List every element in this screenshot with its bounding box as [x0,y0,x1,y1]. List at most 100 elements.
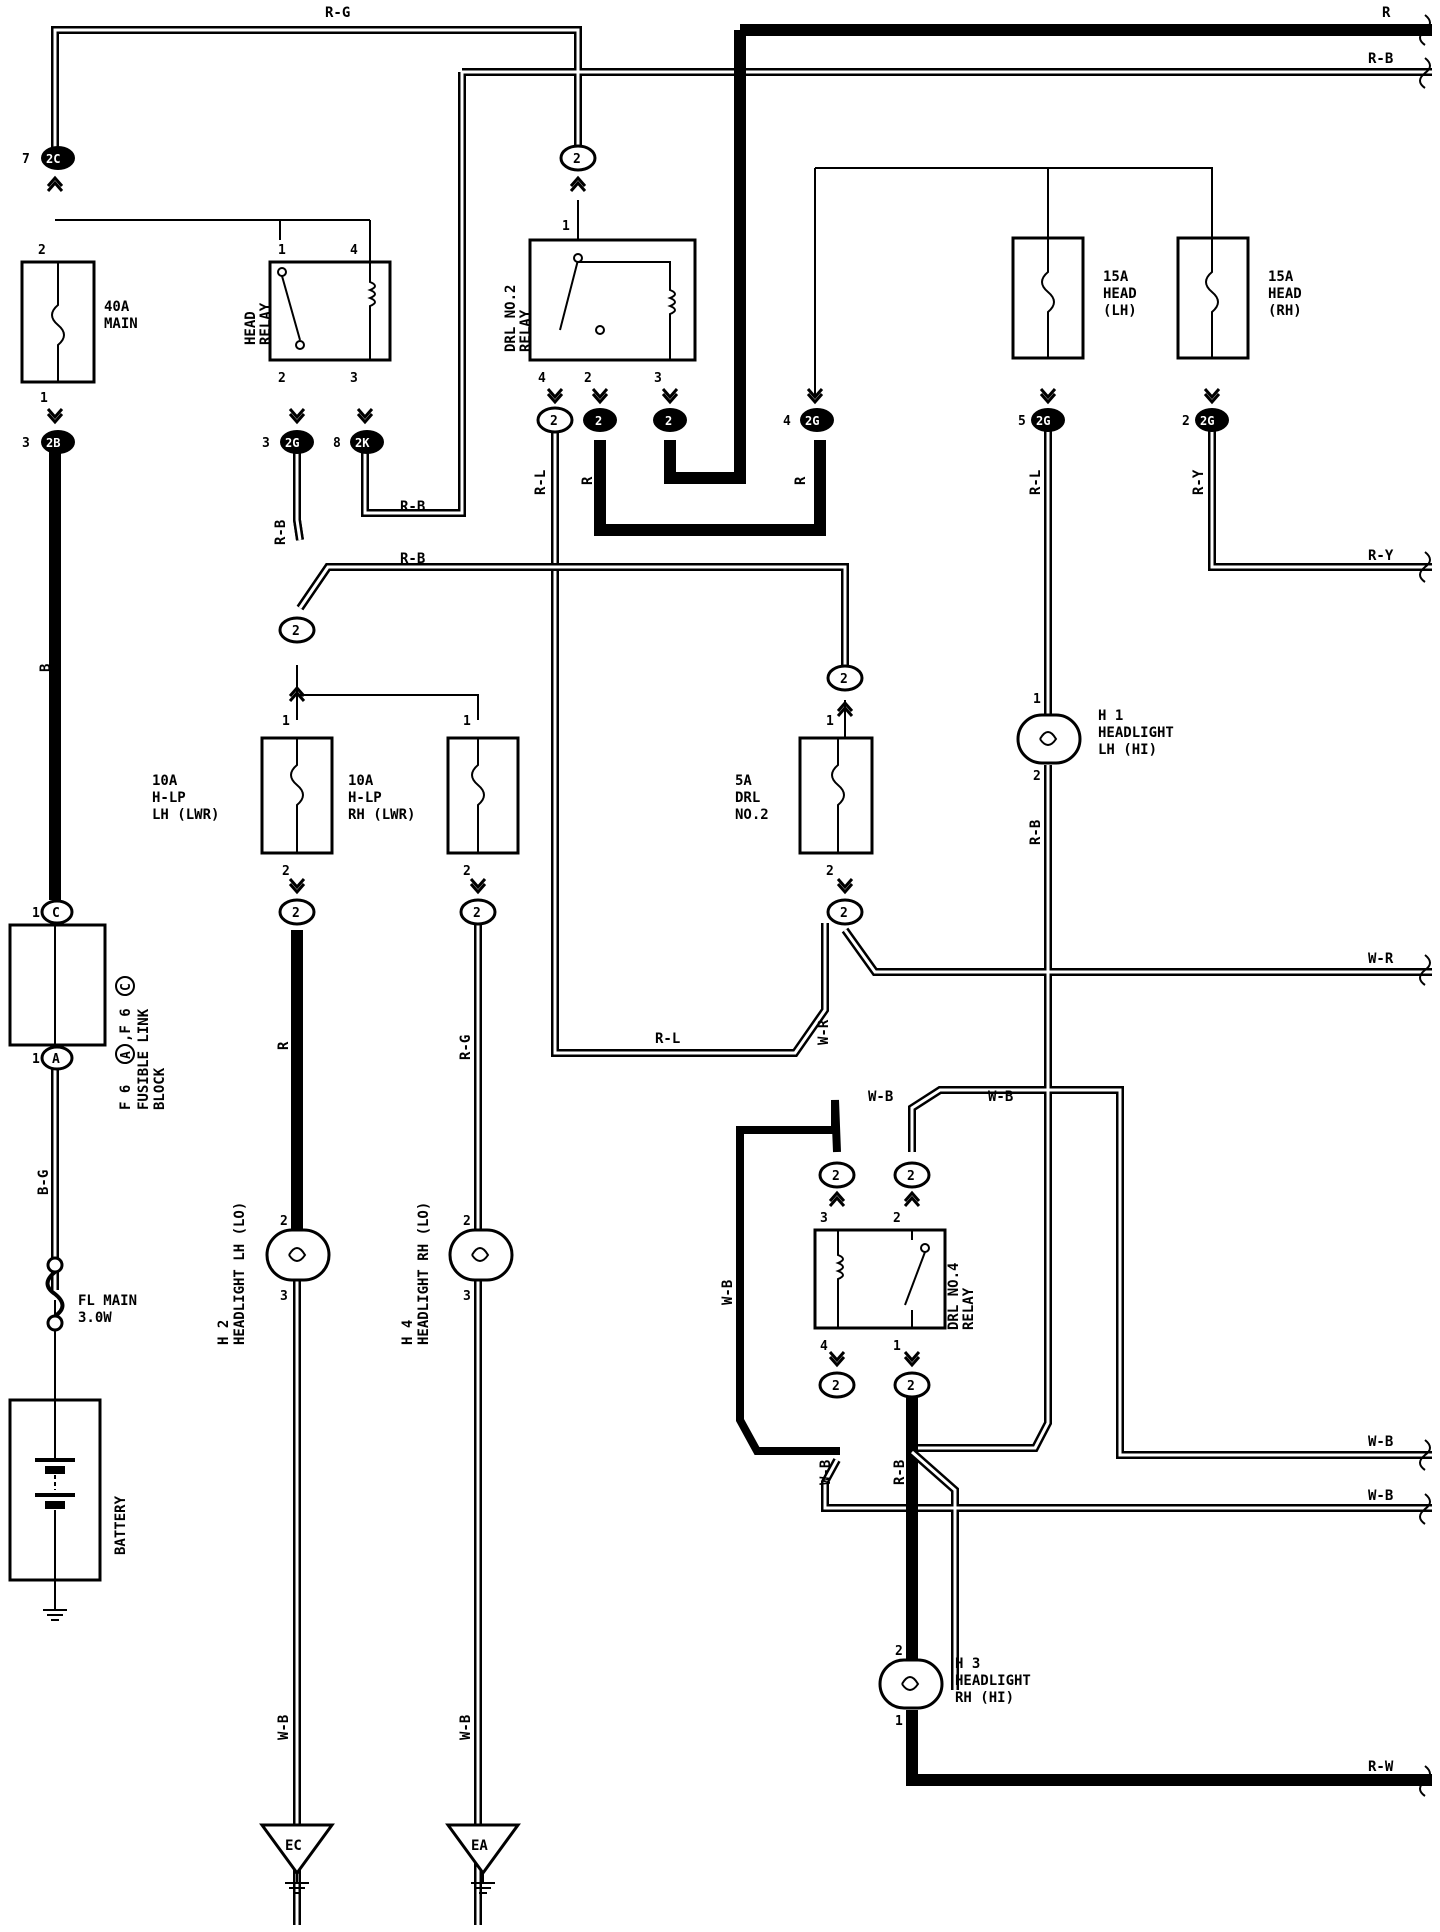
hlp-rh-fuse-side: RH (LWR) [348,807,415,823]
connector-2: 2 [536,406,574,434]
pin-number: 2 [38,243,46,258]
svg-text:2: 2 [473,906,481,921]
wire-label: B-G [36,1170,52,1195]
h4-code: H 4 [400,1320,416,1345]
connector-2: 2 [826,898,864,926]
pin-number: 1 [40,391,48,406]
connector-2b: 2B [41,430,75,454]
h1-name: HEADLIGHT [1098,725,1174,741]
hlp-rh-fuse-name: H-LP [348,790,382,806]
wire-label: R-L [1028,470,1044,495]
main-fuse-name: MAIN [104,316,138,332]
connector-2g: 2G [1031,408,1065,432]
pin-numbers: 7 2 1 3 1 4 2 3 3 8 1 4 2 3 4 5 2 1 2 1 … [22,152,1190,1729]
wire-label: R-G [325,5,350,21]
drl4-relay-name: DRL NO.4 [946,1263,962,1330]
pin-number: 2 [282,864,290,879]
hlp-lh-fuse: 10A H-LP LH (LWR) [152,736,334,855]
svg-text:F 6: F 6 [118,1085,134,1110]
pin-number: 2 [826,864,834,879]
head-relay-name: HEAD [243,311,259,345]
svg-text:2B: 2B [46,436,60,450]
svg-text:2C: 2C [46,152,60,166]
pin-number: 3 [820,1211,828,1226]
main-fuse: 40A MAIN [20,260,138,384]
connector-2c: 2C [41,146,75,170]
drl2-fuse-name: DRL [735,790,760,806]
head-lh-fuse-name: HEAD [1103,286,1137,302]
wire-label: R-B [892,1460,908,1485]
headlight-h4: H 4 HEADLIGHT RH (LO) [400,1202,514,1345]
headlight-h2: H 2 HEADLIGHT LH (LO) [216,1202,331,1345]
pin-number: 8 [333,436,341,451]
wire-label: W-B [1368,1488,1393,1504]
pin-number: 1 [562,219,570,234]
head-rh-fuse-side: (RH) [1268,303,1302,319]
wire-break-marks [1419,14,1431,1797]
main-fuse-rating: 40A [104,299,130,315]
svg-text:2: 2 [907,1169,915,1184]
wire-label: R-W [1368,1759,1394,1775]
h3-name: HEADLIGHT [955,1673,1031,1689]
pin-number: 1 [282,714,290,729]
fl-main-rating: 3.0W [78,1310,112,1326]
connector-a: A [40,1045,74,1071]
pin-number: 1 [32,906,40,921]
svg-text:2: 2 [550,414,558,429]
drl2-relay-name: DRL NO.2 [503,285,519,352]
connector-2k: 2K [350,430,384,454]
fl-block-code-2: ,F 6 [118,1008,134,1042]
pin-number: 5 [1018,414,1026,429]
drl4-relay: DRL NO.4 RELAY [813,1228,977,1330]
connector-badges: 2C 2B 2G 2K 2 2 2 2 2G 2G 2G 2 2 2 2 2 C… [40,144,1229,1399]
hlp-rh-fuse-rating: 10A [348,773,374,789]
wire-label: R-Y [1191,469,1207,495]
svg-text:A: A [52,1052,60,1067]
wire-label: W-B [988,1089,1013,1105]
pin-number: 1 [32,1052,40,1067]
ground-ea-label: EA [471,1838,488,1854]
fl-main-name: FL MAIN [78,1293,137,1309]
wire-label: W-B [1368,1434,1393,1450]
pin-number: 4 [538,371,546,386]
fl-block-name: FUSIBLE LINK [136,1008,152,1110]
svg-text:2: 2 [292,906,300,921]
drl2-fuse-rating: 5A [735,773,752,789]
wire-label: R [276,1041,292,1050]
pin-number: 1 [1033,692,1041,707]
drl4-relay-type: RELAY [961,1287,977,1330]
wire-label: W-B [818,1460,834,1485]
pin-number: 2 [463,864,471,879]
drl2-relay-type: RELAY [518,309,534,352]
pin-number: 3 [350,371,358,386]
drl2-fuse: 5A DRL NO.2 [735,736,874,855]
fl-main: FL MAIN 3.0W [45,1256,137,1332]
h1-side: LH (HI) [1098,742,1157,758]
wire-label: R-L [655,1031,680,1047]
wire-label: R [793,476,809,485]
ground-ec: EC [259,1823,335,1894]
connector-2: 2 [826,664,864,692]
connector-2g: 2G [1195,408,1229,432]
hlp-lh-fuse-rating: 10A [152,773,178,789]
svg-text:2G: 2G [1036,414,1050,428]
head-rh-fuse: 15A HEAD (RH) [1176,236,1302,360]
connector-2: 2 [893,1161,931,1189]
head-lh-fuse-side: (LH) [1103,303,1137,319]
pin-number: 1 [826,714,834,729]
connector-2: 2 [559,144,597,172]
fl-block-conn-c: C [119,983,134,991]
wire-label: W-R [1368,951,1394,967]
connector-2: 2 [818,1371,856,1399]
pin-number: 2 [463,1214,471,1229]
h1-code: H 1 [1098,708,1123,724]
wire-label: B [38,664,54,672]
pin-number: 3 [262,436,270,451]
connector-c: C [40,899,74,925]
wire-label: R-B [1368,51,1393,67]
pin-number: 1 [893,1339,901,1354]
connector-2: 2 [278,616,316,644]
pin-number: 4 [820,1339,828,1354]
connector-2: 2 [653,408,687,432]
